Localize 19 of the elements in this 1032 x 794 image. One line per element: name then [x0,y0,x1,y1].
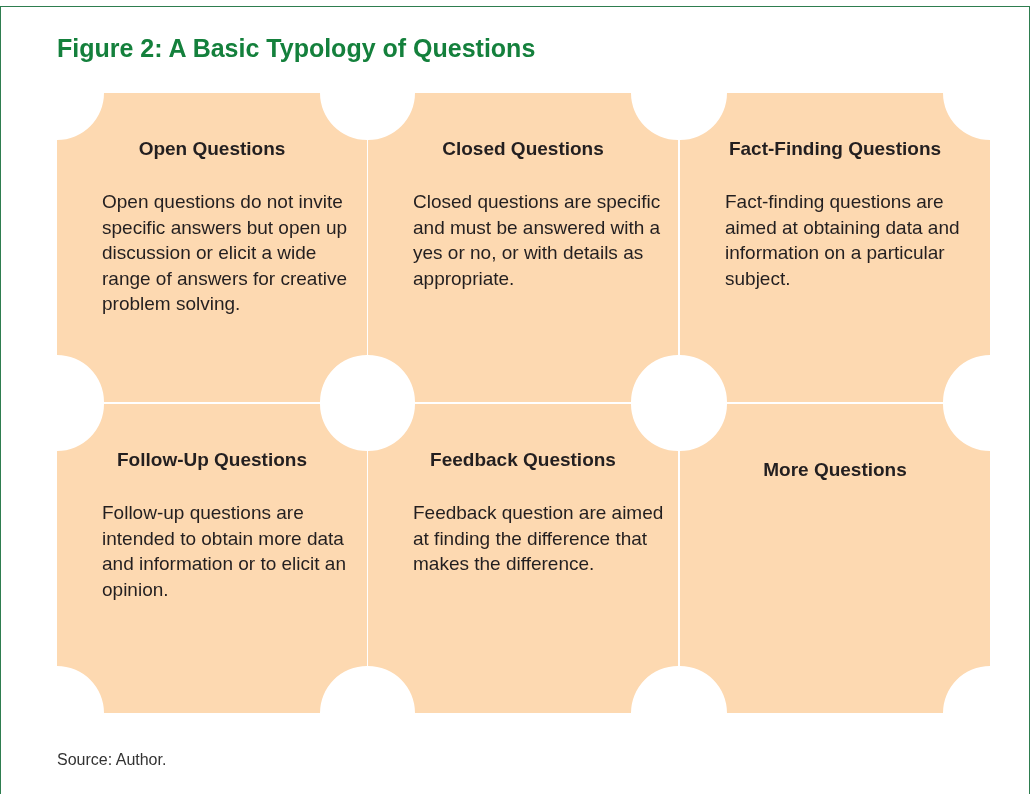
question-card [368,93,678,402]
question-card [57,404,367,713]
question-card [368,404,678,713]
source-note: Source: Author. [57,751,167,769]
question-card [57,93,367,402]
card-heading: Feedback Questions [429,449,617,471]
card-heading: Open Questions [137,138,287,160]
card-description: Closed questions are specific and must be answered with a yes or no, or with details as appropriate. [413,190,662,291]
card-heading: Fact-Finding Questions [727,138,943,160]
card-description: Feedback question are aimed at finding the difference that makes the difference. [413,501,665,576]
card-heading: Follow-Up Questions [116,449,308,471]
card-description: Follow-up questions are intended to obtain more data and information or to elicit an opinion. [102,501,347,602]
figure-title: Figure 2: A Basic Typology of Questions [57,34,536,63]
question-card [680,93,990,402]
card-description: Fact-finding questions are aimed at obtaining data and information on a particular subject. [725,190,961,291]
question-card [680,404,990,713]
card-description: Open questions do not invite specific answers but open up discussion or elicit a wide range of answers for creative problem solving. [102,190,349,316]
card-heading: Closed Questions [441,138,605,160]
card-heading: More Questions [762,459,908,481]
